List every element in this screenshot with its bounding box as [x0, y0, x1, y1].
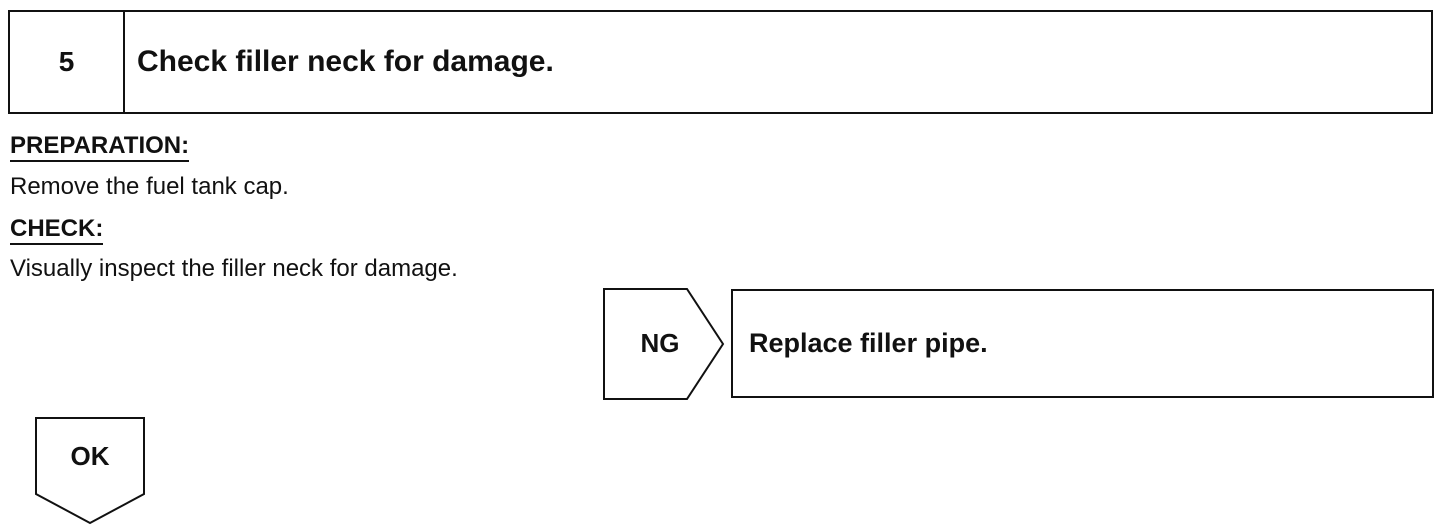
preparation-text: Remove the fuel tank cap.	[10, 173, 289, 200]
step-title: Check filler neck for damage.	[137, 45, 554, 78]
check-heading: CHECK:	[10, 216, 104, 245]
check-text: Visually inspect the filler neck for dam…	[10, 255, 458, 282]
ng-action-text: Replace filler pipe.	[749, 328, 988, 358]
preparation-heading: PREPARATION:	[10, 133, 190, 162]
ok-arrow-shape	[35, 417, 145, 525]
ng-action-box: Replace filler pipe.	[731, 289, 1434, 398]
step-number: 5	[10, 12, 125, 112]
step-header: 5 Check filler neck for damage.	[8, 10, 1433, 114]
ng-label: NG	[640, 328, 680, 358]
ok-label: OK	[70, 441, 110, 471]
ng-arrow-shape	[603, 288, 725, 400]
